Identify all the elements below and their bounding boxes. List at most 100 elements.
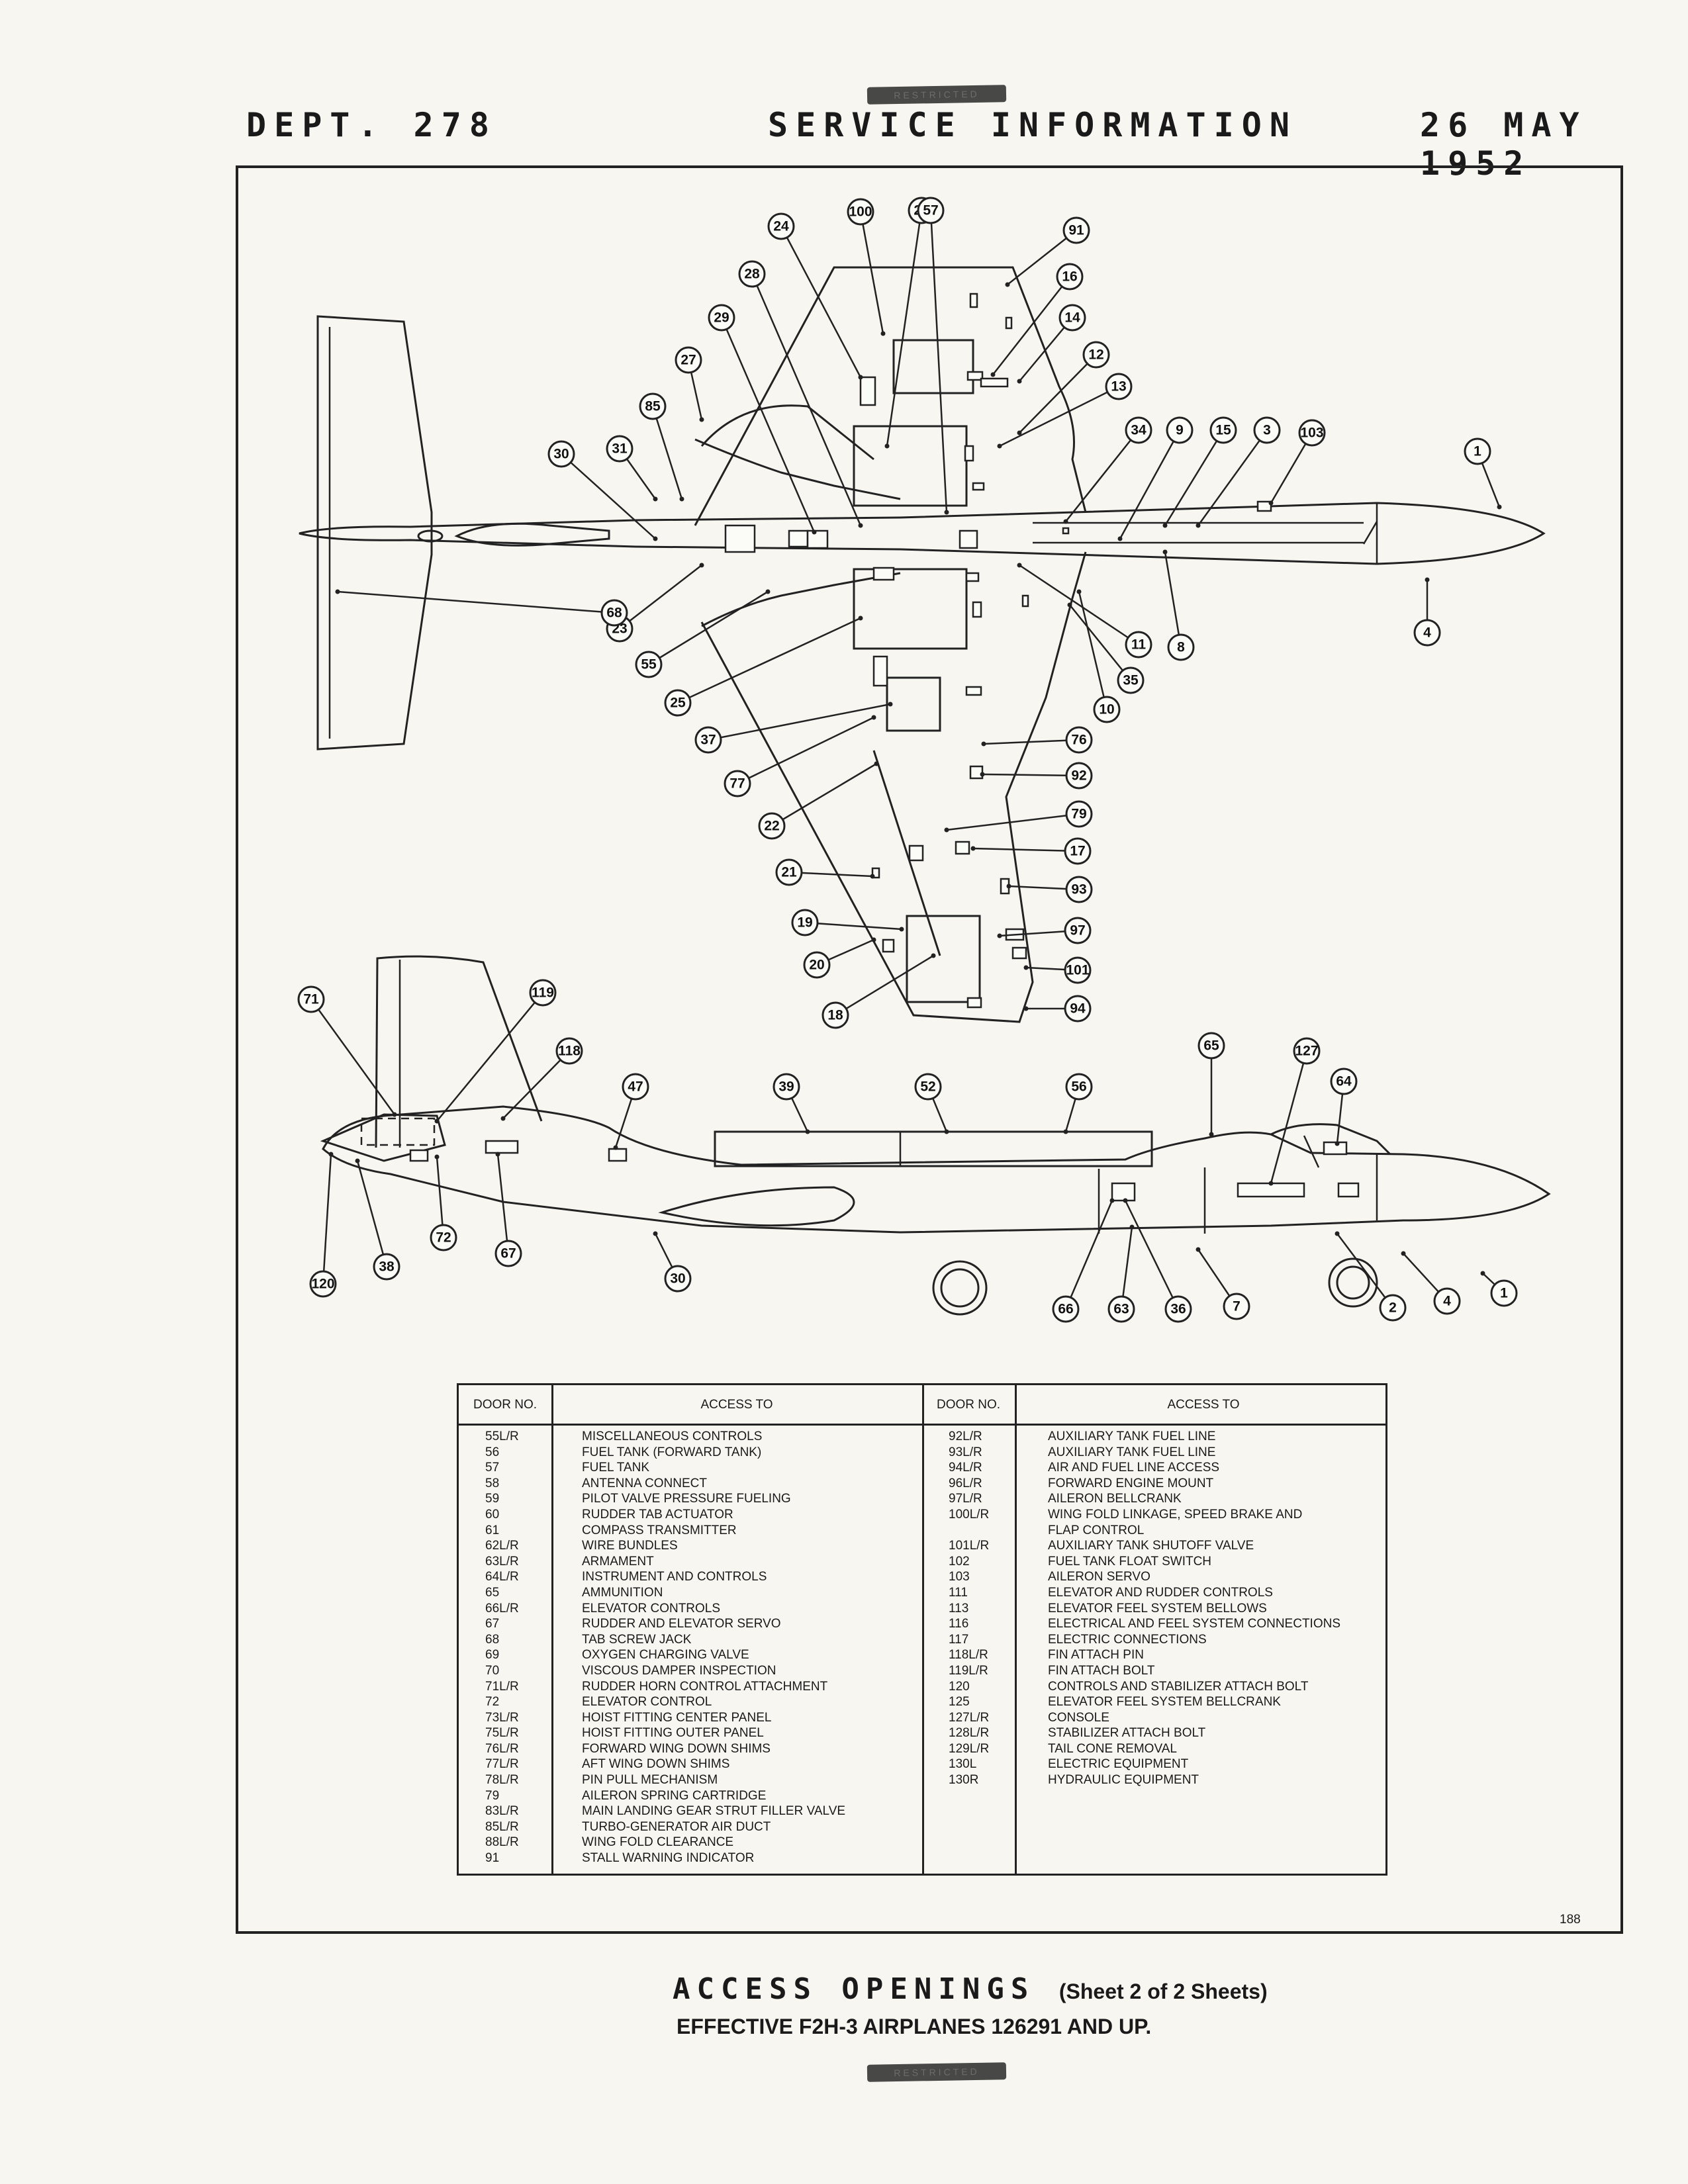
plan-leader-tip-17 bbox=[970, 846, 976, 851]
plan-callout-22: 22 bbox=[758, 812, 786, 840]
plan-callout-circle-97 bbox=[1064, 917, 1092, 944]
plan-leader-13 bbox=[999, 385, 1119, 447]
plan-callout-19: 19 bbox=[791, 909, 819, 936]
plan-callout-18: 18 bbox=[821, 1001, 849, 1029]
plan-wing-lower bbox=[700, 551, 1087, 1023]
plan-fuselage-outline bbox=[299, 502, 1546, 565]
left-door-no: 83L/R bbox=[485, 1804, 519, 1819]
plan-callout-circle-77 bbox=[724, 770, 751, 797]
plan-callout-91: 91 bbox=[1062, 216, 1090, 244]
plan-leader-tip-77 bbox=[871, 715, 876, 720]
side-callout-30: 30 bbox=[664, 1265, 692, 1293]
side-callout-63: 63 bbox=[1107, 1295, 1135, 1323]
plan-callout-25: 25 bbox=[664, 689, 692, 717]
right-access-to: FUEL TANK FLOAT SWITCH bbox=[1048, 1554, 1212, 1569]
side-callout-72: 72 bbox=[430, 1224, 457, 1251]
right-door-no: 120 bbox=[949, 1679, 970, 1694]
right-door-no: 111 bbox=[949, 1585, 968, 1600]
col-access-left: ACCESS TO bbox=[700, 1397, 773, 1412]
side-leader-tip-56 bbox=[1063, 1129, 1068, 1134]
plan-leader-77 bbox=[737, 716, 874, 785]
left-door-no: 88L/R bbox=[485, 1835, 519, 1850]
left-door-no: 66L/R bbox=[485, 1601, 519, 1615]
plan-leader-85 bbox=[651, 406, 683, 500]
plan-callout-label-3: 3 bbox=[1263, 423, 1271, 438]
plan-callout-label-15: 15 bbox=[1215, 423, 1231, 438]
footer-title-text: ACCESS OPENINGS bbox=[673, 1972, 1035, 2006]
plan-callout-label-24: 24 bbox=[773, 219, 789, 234]
side-callout-circle-65 bbox=[1197, 1032, 1225, 1060]
plan-callout-circle-14 bbox=[1058, 304, 1086, 332]
plan-callout-circle-57 bbox=[917, 197, 945, 224]
right-door-no: 93L/R bbox=[949, 1445, 982, 1459]
plan-callout-68: 68 bbox=[600, 599, 628, 627]
side-callout-label-39: 39 bbox=[778, 1079, 794, 1095]
left-access-to: AILERON SPRING CARTRIDGE bbox=[582, 1788, 767, 1803]
left-door-no: 63L/R bbox=[485, 1554, 519, 1569]
col-access-right: ACCESS TO bbox=[1167, 1397, 1240, 1412]
plan-callout-13: 13 bbox=[1105, 373, 1133, 400]
side-fin bbox=[375, 955, 543, 1148]
plan-leader-34 bbox=[1065, 430, 1139, 522]
side-callout-65: 65 bbox=[1197, 1032, 1225, 1060]
plan-callout-8: 8 bbox=[1167, 633, 1195, 661]
plan-leader-tip-76 bbox=[981, 741, 986, 747]
side-leader-tip-120 bbox=[328, 1152, 334, 1157]
plan-callout-77: 77 bbox=[724, 770, 751, 797]
left-access-to: PIN PULL MECHANISM bbox=[582, 1773, 718, 1788]
right-door-no: 97L/R bbox=[949, 1492, 982, 1506]
right-door-no: 102 bbox=[949, 1554, 970, 1569]
left-door-no: 78L/R bbox=[485, 1773, 519, 1788]
left-door-no: 69 bbox=[485, 1648, 500, 1662]
plan-callout-circle-1 bbox=[1464, 437, 1491, 465]
restricted-stamp-top: RESTRICTED bbox=[867, 85, 1007, 105]
plan-leader-24 bbox=[780, 226, 862, 378]
plan-leader-9 bbox=[1119, 430, 1181, 539]
plan-callout-79: 79 bbox=[1065, 800, 1093, 828]
plan-callout-circle-93 bbox=[1065, 876, 1093, 903]
plan-leader-28 bbox=[751, 273, 862, 526]
right-door-no: 130L bbox=[949, 1757, 977, 1772]
plan-callout-3: 3 bbox=[1253, 416, 1281, 444]
plan-leader-tip-94 bbox=[1023, 1006, 1029, 1011]
plan-leader-tip-13 bbox=[997, 443, 1002, 449]
right-access-to: FORWARD ENGINE MOUNT bbox=[1048, 1476, 1214, 1490]
plan-leader-23 bbox=[619, 565, 702, 629]
plan-leader-tip-14 bbox=[1017, 379, 1022, 384]
side-leader-tip-30 bbox=[653, 1231, 658, 1236]
plan-leader-10 bbox=[1078, 591, 1108, 710]
left-access-to: RUDDER HORN CONTROL ATTACHMENT bbox=[582, 1679, 828, 1694]
side-callout-38: 38 bbox=[373, 1253, 400, 1281]
side-view bbox=[320, 955, 1551, 1316]
side-callout-66: 66 bbox=[1052, 1295, 1080, 1323]
plan-leader-tip-16 bbox=[990, 372, 996, 377]
right-access-to: HYDRAULIC EQUIPMENT bbox=[1048, 1773, 1199, 1788]
plan-callout-label-10: 10 bbox=[1099, 702, 1114, 717]
left-access-to: ARMAMENT bbox=[582, 1554, 654, 1569]
plan-callout-24: 24 bbox=[767, 212, 795, 240]
plan-leader-55 bbox=[648, 590, 769, 666]
side-callout-label-56: 56 bbox=[1071, 1079, 1086, 1095]
plan-callout-label-55: 55 bbox=[641, 657, 657, 672]
plan-leader-tip-55 bbox=[765, 589, 771, 594]
footer-sheet: (Sheet 2 of 2 Sheets) bbox=[1058, 1979, 1268, 2003]
right-door-no: 118L/R bbox=[949, 1648, 988, 1662]
left-access-to: AFT WING DOWN SHIMS bbox=[582, 1757, 730, 1772]
right-access-to: ELEVATOR AND RUDDER CONTROLS bbox=[1048, 1585, 1273, 1600]
left-door-no: 68 bbox=[485, 1632, 500, 1647]
left-access-to: FORWARD WING DOWN SHIMS bbox=[582, 1741, 771, 1756]
plan-callout-circle-29 bbox=[708, 304, 735, 332]
left-door-no: 70 bbox=[485, 1663, 500, 1678]
right-access-to: AIR AND FUEL LINE ACCESS bbox=[1048, 1461, 1220, 1475]
side-callout-2: 2 bbox=[1379, 1294, 1407, 1322]
side-leader-tip-67 bbox=[495, 1152, 500, 1157]
plan-callout-label-31: 31 bbox=[612, 441, 628, 457]
left-door-no: 59 bbox=[485, 1492, 500, 1506]
plan-leader-tip-68 bbox=[335, 589, 340, 594]
plan-callout-circle-55 bbox=[635, 651, 663, 678]
side-leader-36 bbox=[1124, 1200, 1180, 1310]
plan-callout-circle-31 bbox=[606, 435, 633, 463]
plan-leader-tip-1 bbox=[1497, 504, 1502, 510]
plan-leader-tip-79 bbox=[944, 827, 949, 833]
right-door-no: 130R bbox=[949, 1773, 979, 1788]
